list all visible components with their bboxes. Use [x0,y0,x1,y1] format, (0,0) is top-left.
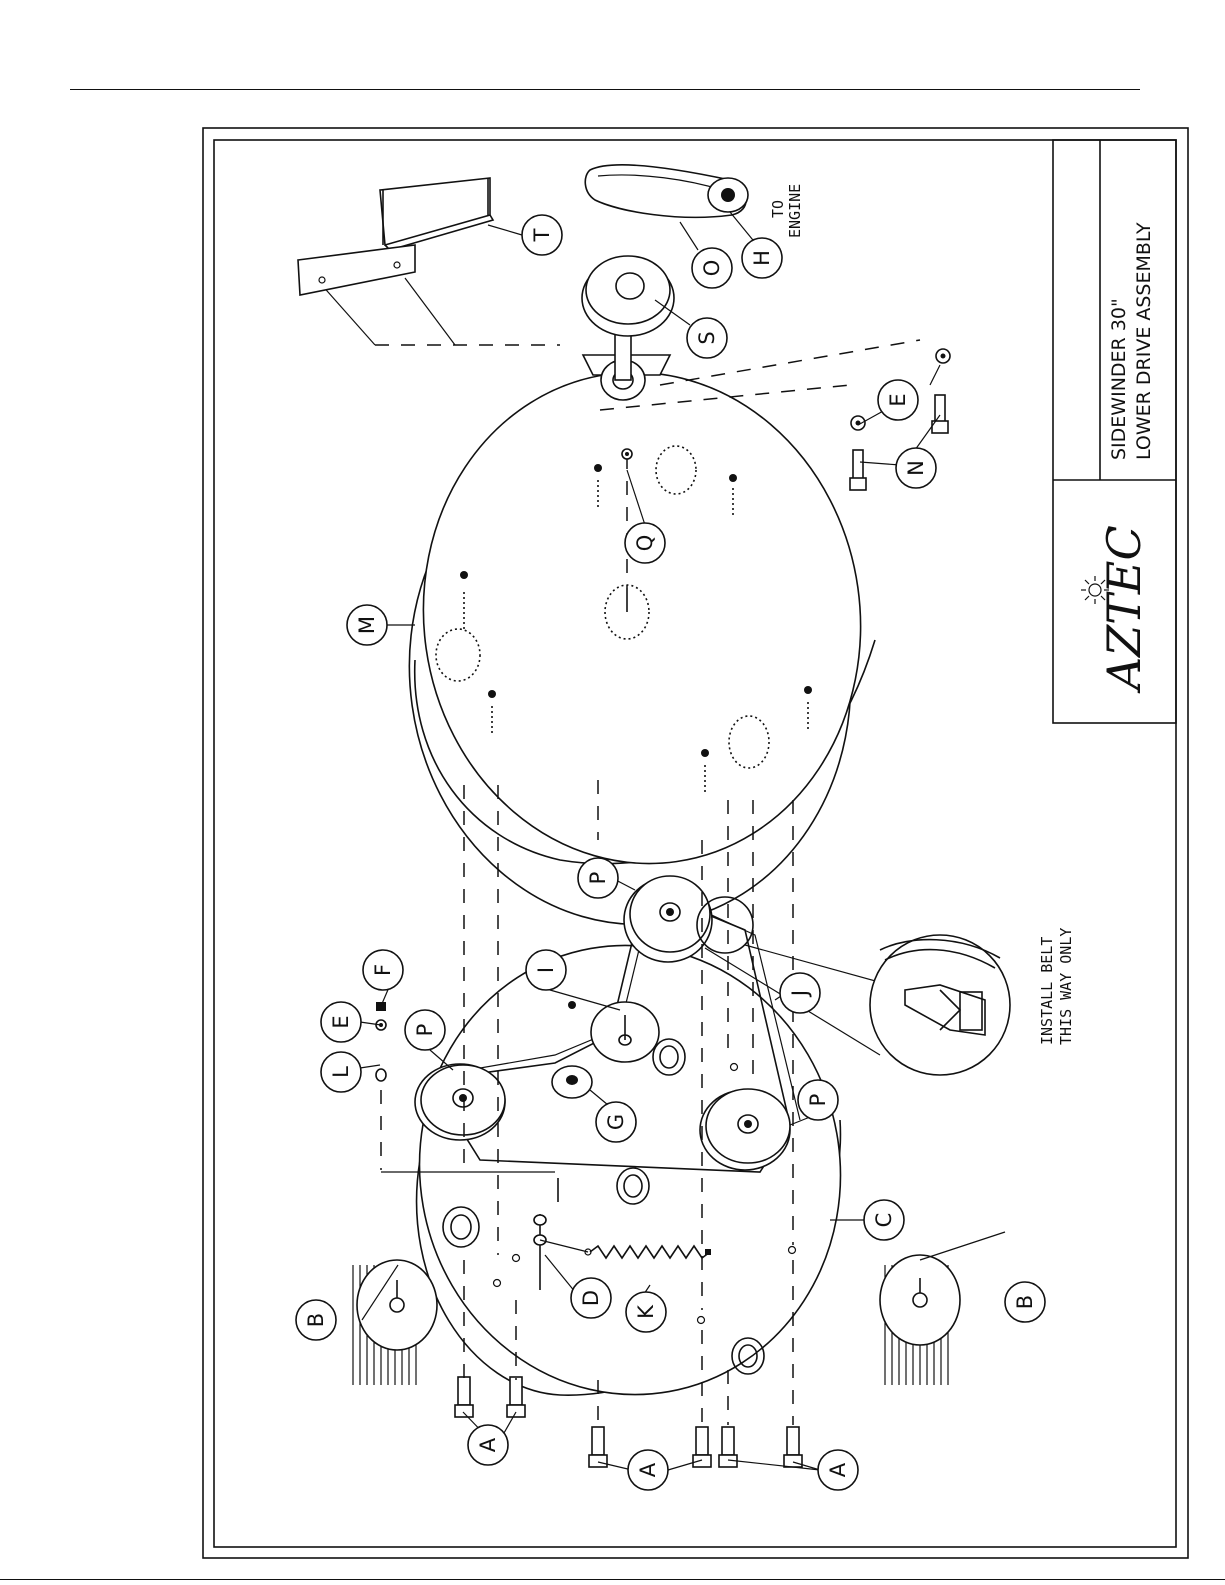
svg-text:T: T [530,228,554,242]
drive-disc-m [377,344,892,953]
svg-text:P: P [586,872,610,885]
brush-b-lower [880,1255,960,1385]
install-belt-note-2: THIS WAY ONLY [1057,928,1075,1045]
callout-g: G [596,1102,636,1142]
svg-text:F: F [371,964,395,976]
callout-a-3: A [818,1450,858,1490]
callout-m: M [347,605,387,645]
svg-text:S: S [695,331,719,344]
idler-g [552,1066,592,1098]
svg-text:G: G [604,1114,628,1130]
svg-text:I: I [534,967,558,973]
svg-text:K: K [634,1304,658,1319]
install-belt-note-1: INSTALL BELT [1038,937,1056,1045]
svg-text:O: O [700,260,724,277]
svg-text:D: D [579,1290,603,1306]
callout-e-1: E [321,1002,361,1042]
sun-icon [1081,576,1109,604]
svg-text:E: E [886,393,910,406]
svg-text:A: A [826,1462,850,1477]
svg-text:H: H [750,250,774,266]
svg-text:E: E [329,1015,353,1028]
svg-text:N: N [904,460,928,476]
bracket-t [298,178,493,295]
callout-o: O [692,248,732,288]
aztec-logo: AZTEC [1081,525,1151,694]
callout-d: D [571,1278,611,1318]
callout-q: Q [625,523,665,563]
callout-c: C [864,1200,904,1240]
callout-t: T [522,215,562,255]
svg-text:Q: Q [633,535,657,552]
callout-n: N [896,448,936,488]
svg-text:B: B [304,1313,328,1327]
svg-text:P: P [413,1024,437,1037]
svg-text:B: B [1013,1295,1037,1309]
callout-s: S [687,318,727,358]
callout-k: K [626,1292,666,1332]
callout-a-2: A [628,1450,668,1490]
callout-j: J [780,973,820,1013]
callout-b-2: B [1005,1282,1045,1322]
callout-b-1: B [296,1300,336,1340]
callout-e-2: E [878,380,918,420]
title-line-2: LOWER DRIVE ASSEMBLY [1133,222,1155,460]
pulley-p-left [415,1064,505,1140]
svg-text:P: P [806,1094,830,1107]
svg-text:J: J [788,990,812,998]
callout-i: I [526,950,566,990]
callout-h: H [742,238,782,278]
engine-belt-o [585,165,748,218]
small-parts-lef [376,1002,386,1081]
brush-b-upper [352,1260,437,1385]
callout-p-3: P [798,1080,838,1120]
svg-text:L: L [329,1066,353,1078]
title-line-1: SIDEWINDER 30" [1108,298,1130,460]
to-engine-note-2: ENGINE [786,184,804,238]
svg-text:A: A [476,1437,500,1452]
svg-text:M: M [355,616,379,634]
callout-f: F [363,950,403,990]
callout-a-1: A [468,1425,508,1465]
callout-p-2: P [578,858,618,898]
svg-text:A: A [636,1462,660,1477]
logo-text: AZTEC [1097,525,1151,694]
callout-p-1: P [405,1010,445,1050]
svg-text:C: C [872,1213,896,1228]
to-engine-note-1: TO [769,200,787,218]
callout-l: L [321,1052,361,1092]
pulley-p-lower [700,1089,790,1170]
